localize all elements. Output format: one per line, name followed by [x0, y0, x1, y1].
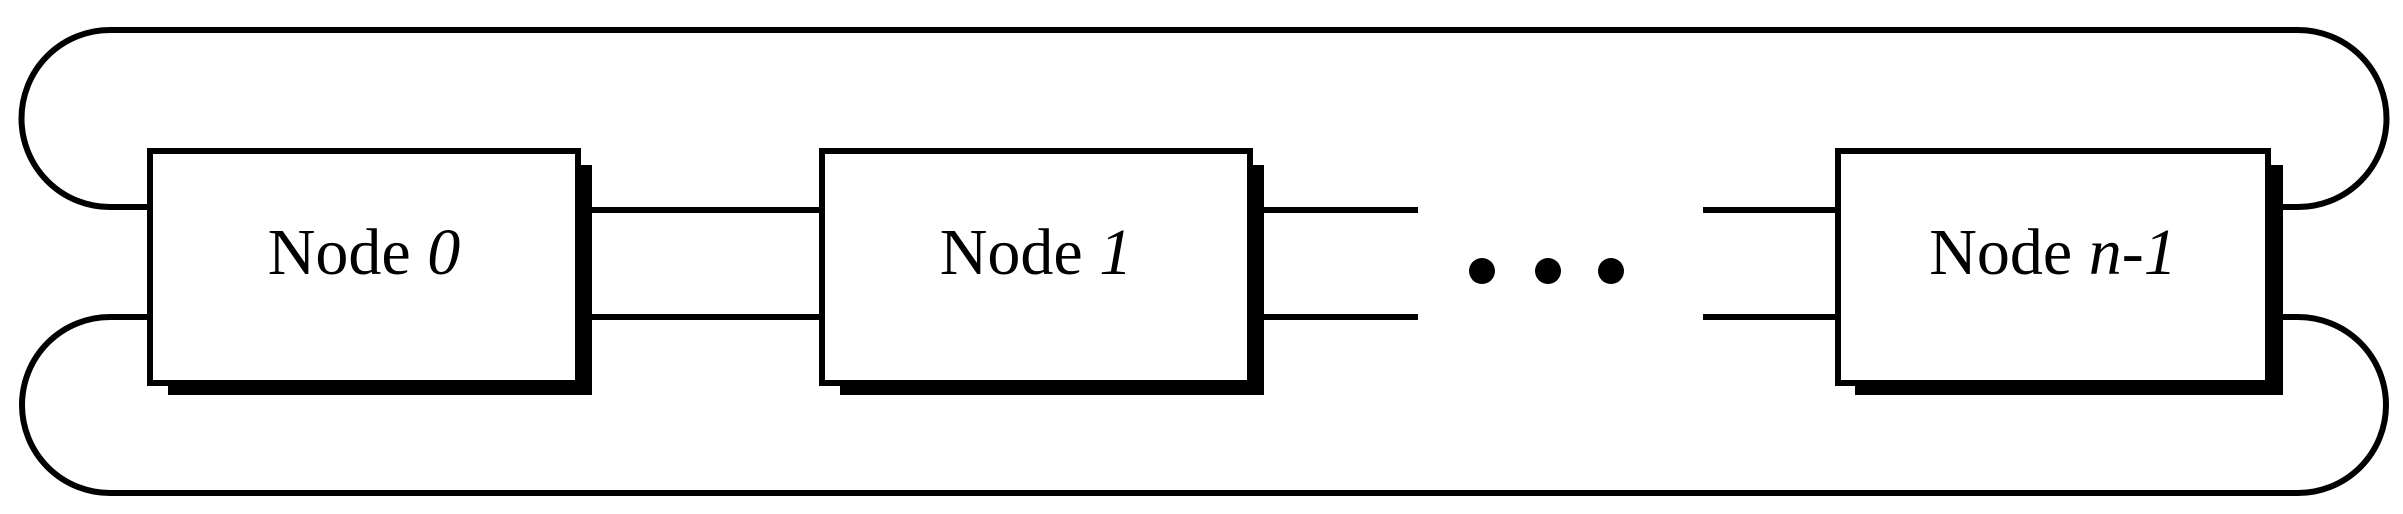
- node-box-0: Node 0: [147, 148, 592, 395]
- node-box-n-1: Node n-1: [1835, 148, 2283, 395]
- node-1-rect: [819, 148, 1253, 386]
- node-0-label: Node 0: [268, 216, 460, 289]
- ellipsis-dot-3: [1598, 258, 1624, 284]
- bottom-ring-wire: [19, 314, 2389, 496]
- top-ring-wire: [18, 27, 2390, 210]
- node-0-rect: [147, 148, 581, 386]
- ellipsis: [1469, 258, 1624, 284]
- ellipsis-dot-1: [1469, 258, 1495, 284]
- node-n-1-rect: [1835, 148, 2271, 386]
- ellipsis-dot-2: [1535, 258, 1561, 284]
- node-1-label: Node 1: [940, 216, 1132, 289]
- node-n-1-label: Node n-1: [1929, 216, 2176, 289]
- node-box-1: Node 1: [819, 148, 1264, 395]
